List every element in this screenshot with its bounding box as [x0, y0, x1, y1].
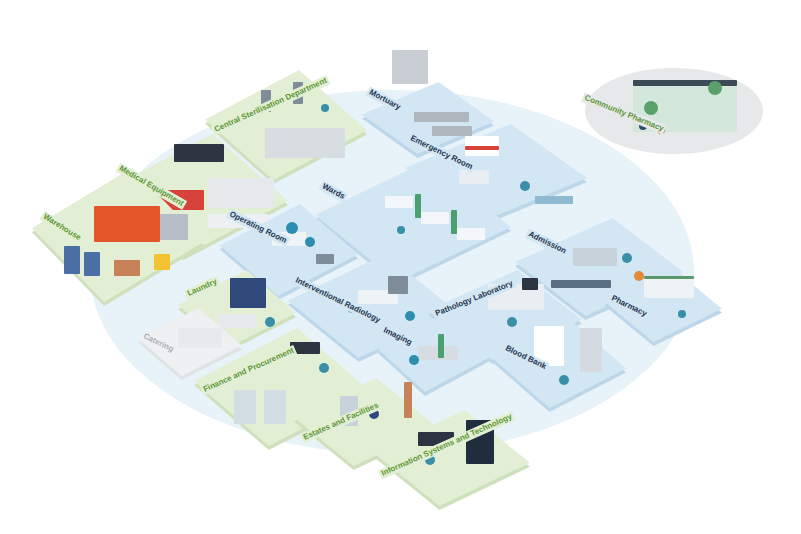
equipment: [265, 128, 345, 158]
figure: [397, 226, 405, 234]
figure: [507, 317, 517, 327]
equipment: [208, 178, 274, 208]
equipment: [457, 228, 485, 240]
tile-floor: [178, 270, 296, 348]
figure: [409, 355, 419, 365]
equipment: [264, 390, 286, 424]
figure: [305, 237, 315, 247]
equipment: [64, 246, 80, 274]
equipment: [392, 50, 428, 84]
equipment: [385, 196, 413, 208]
figure: [678, 310, 686, 318]
equipment: [438, 334, 444, 358]
figure: [405, 311, 415, 321]
tile-floor: [604, 268, 722, 342]
equipment: [178, 328, 222, 348]
equipment: [415, 194, 421, 218]
zone-tile: Blood Bank: [494, 320, 626, 408]
equipment: [644, 276, 694, 298]
figure: [265, 317, 275, 327]
equipment: [421, 212, 449, 224]
zone-tile: Information Systems and Technology: [374, 410, 530, 506]
tile-shape: [32, 168, 204, 302]
equipment: [94, 206, 160, 242]
tile-shape: [374, 410, 530, 506]
figure: [520, 181, 530, 191]
equipment: [404, 382, 412, 418]
equipment: [218, 314, 256, 328]
zone-tile: Imaging: [378, 314, 490, 392]
figure: [708, 81, 722, 95]
equipment: [160, 214, 188, 240]
tile-floor: [494, 320, 626, 408]
tile-shape: [494, 320, 626, 408]
equipment: [234, 390, 256, 424]
figure: [286, 222, 298, 234]
figure: [644, 101, 658, 115]
equipment: [432, 126, 472, 136]
equipment: [633, 80, 737, 86]
equipment: [114, 260, 140, 276]
equipment: [535, 196, 573, 204]
equipment: [551, 280, 611, 288]
tile-shape: [378, 314, 490, 392]
figure: [622, 253, 632, 263]
equipment: [316, 254, 334, 264]
equipment: [451, 210, 457, 234]
figure: [634, 271, 644, 281]
figure: [319, 363, 329, 373]
zone-tile: Warehouse: [32, 168, 204, 302]
equipment: [465, 136, 499, 156]
equipment: [388, 276, 408, 294]
tile-floor: [378, 314, 490, 392]
zone-label: Wards: [319, 181, 349, 203]
tile-floor: [374, 410, 530, 506]
equipment: [644, 276, 694, 279]
equipment: [414, 112, 469, 122]
equipment: [573, 248, 617, 266]
equipment: [84, 252, 100, 276]
figure: [559, 375, 569, 385]
equipment: [522, 278, 538, 290]
equipment: [465, 146, 499, 150]
zone-tile: Pharmacy: [604, 268, 722, 342]
equipment: [580, 328, 602, 372]
equipment: [154, 254, 170, 270]
figure: [321, 104, 329, 112]
zone-tile: Community Pharmacy: [585, 68, 763, 154]
equipment: [230, 278, 266, 308]
equipment: [174, 144, 224, 162]
equipment: [459, 170, 489, 184]
tile-floor: [32, 168, 204, 302]
